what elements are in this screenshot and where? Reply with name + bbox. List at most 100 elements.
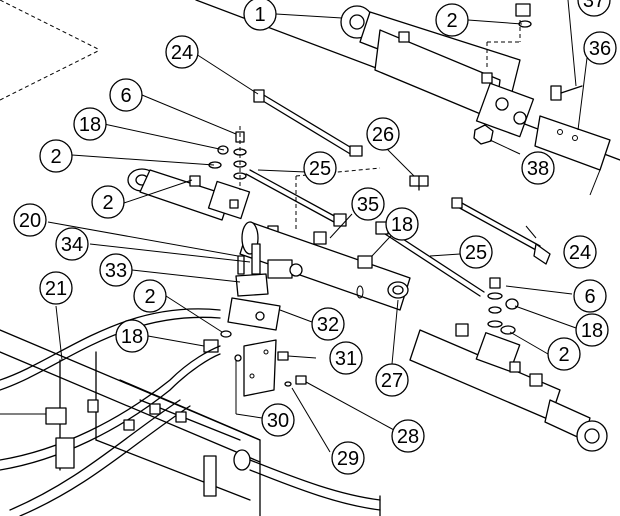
callout-number: 6 bbox=[584, 286, 595, 308]
callout-number: 34 bbox=[61, 234, 83, 256]
callout-number: 6 bbox=[120, 85, 131, 107]
callout-circle bbox=[385, 207, 419, 241]
callout-bubble: 28 bbox=[391, 419, 425, 453]
callout-circle bbox=[331, 441, 365, 475]
callout-bubble: 1 bbox=[243, 0, 277, 31]
callout-number: 25 bbox=[465, 242, 487, 264]
callout-circle bbox=[303, 151, 337, 185]
callout-bubble: 27 bbox=[375, 363, 409, 397]
callout-number: 2 bbox=[50, 146, 61, 168]
bolt-washer-stack-upper bbox=[208, 126, 247, 190]
callout-circle bbox=[521, 151, 555, 185]
callout-circle bbox=[13, 203, 47, 237]
callout-bubble: 25 bbox=[303, 151, 337, 185]
callout-circle bbox=[575, 313, 609, 347]
callout-number: 35 bbox=[357, 194, 379, 216]
bolt-37 bbox=[550, 85, 583, 101]
callout-bubble: 2 bbox=[547, 337, 581, 371]
upper-hydraulic-cylinder bbox=[340, 5, 535, 138]
fittings-left bbox=[203, 330, 232, 353]
washer-top bbox=[515, 3, 532, 28]
valve-block bbox=[227, 243, 281, 331]
hose-24-lower bbox=[451, 197, 551, 265]
callout-number: 24 bbox=[171, 42, 193, 64]
nut-38 bbox=[473, 124, 494, 145]
callout-circle bbox=[311, 307, 345, 341]
callout-bubble: 20 bbox=[13, 203, 47, 237]
callout-circle bbox=[577, 0, 611, 17]
callout-bubble: 25 bbox=[459, 235, 493, 269]
fitting-18-mid bbox=[357, 255, 373, 269]
callout-number: 36 bbox=[589, 38, 611, 60]
callout-bubble: 6 bbox=[109, 78, 143, 112]
callout-bubble: 2 bbox=[39, 139, 73, 173]
callout-circle bbox=[109, 78, 143, 112]
callout-number: 20 bbox=[19, 210, 41, 232]
callout-bubble: 21 bbox=[39, 271, 73, 305]
callout-number: 27 bbox=[381, 370, 403, 392]
callout-number: 18 bbox=[391, 214, 413, 236]
callout-number: 29 bbox=[337, 448, 359, 470]
callout-number: 26 bbox=[372, 124, 394, 146]
callout-bubble: 18 bbox=[575, 313, 609, 347]
callout-number: 32 bbox=[317, 314, 339, 336]
callout-number: 30 bbox=[267, 410, 289, 432]
callout-bubble: 24 bbox=[563, 235, 597, 269]
callout-bubble: 24 bbox=[165, 35, 199, 69]
callout-bubble: 2 bbox=[91, 185, 125, 219]
callout-circle bbox=[329, 341, 363, 375]
callout-circle bbox=[459, 235, 493, 269]
hose-25-upper bbox=[245, 169, 347, 227]
callout-circle bbox=[391, 419, 425, 453]
callout-number: 31 bbox=[335, 348, 357, 370]
frame-lower-left bbox=[0, 329, 381, 516]
callout-bubble: 33 bbox=[99, 253, 133, 287]
callout-bubble: 31 bbox=[329, 341, 363, 375]
callout-number: 2 bbox=[144, 286, 155, 308]
callout-circle bbox=[55, 227, 89, 261]
callout-circle bbox=[243, 0, 277, 31]
right-cylinder bbox=[409, 323, 608, 452]
callout-circle bbox=[261, 403, 295, 437]
callout-bubble: 18 bbox=[385, 207, 419, 241]
callout-number: 2 bbox=[102, 192, 113, 214]
callout-bubble: 36 bbox=[583, 31, 617, 65]
callout-bubble: 6 bbox=[573, 279, 607, 313]
callout-number: 18 bbox=[121, 326, 143, 348]
callout-circle bbox=[351, 187, 385, 221]
left-cylinder bbox=[127, 167, 411, 311]
callout-number: 25 bbox=[309, 158, 331, 180]
mounting-plate bbox=[234, 339, 307, 397]
callout-circle bbox=[583, 31, 617, 65]
callout-bubble: 35 bbox=[351, 187, 385, 221]
callout-circle bbox=[39, 139, 73, 173]
callout-bubble: 37 bbox=[577, 0, 611, 17]
callout-bubble: 38 bbox=[521, 151, 555, 185]
callout-number: 24 bbox=[569, 242, 591, 264]
callout-circle bbox=[435, 3, 469, 37]
callout-bubble: 18 bbox=[115, 319, 149, 353]
callout-number: 37 bbox=[583, 0, 605, 12]
callout-bubble: 32 bbox=[311, 307, 345, 341]
hose-24-upper bbox=[253, 89, 363, 157]
callout-circle bbox=[165, 35, 199, 69]
ring-27 bbox=[387, 281, 409, 299]
callout-circle bbox=[133, 279, 167, 313]
callout-circle bbox=[39, 271, 73, 305]
callout-bubble: 18 bbox=[73, 107, 107, 141]
callout-number: 2 bbox=[558, 344, 569, 366]
callout-bubble: 34 bbox=[55, 227, 89, 261]
callout-bubble: 29 bbox=[331, 441, 365, 475]
callout-circle bbox=[375, 363, 409, 397]
callout-bubble: 30 bbox=[261, 403, 295, 437]
callout-circle bbox=[115, 319, 149, 353]
bracket-36 bbox=[534, 115, 611, 196]
callout-circle bbox=[563, 235, 597, 269]
callout-number: 18 bbox=[79, 114, 101, 136]
fitting-26 bbox=[409, 175, 429, 191]
callout-circle bbox=[73, 107, 107, 141]
callout-number: 33 bbox=[105, 260, 127, 282]
callout-circle bbox=[547, 337, 581, 371]
